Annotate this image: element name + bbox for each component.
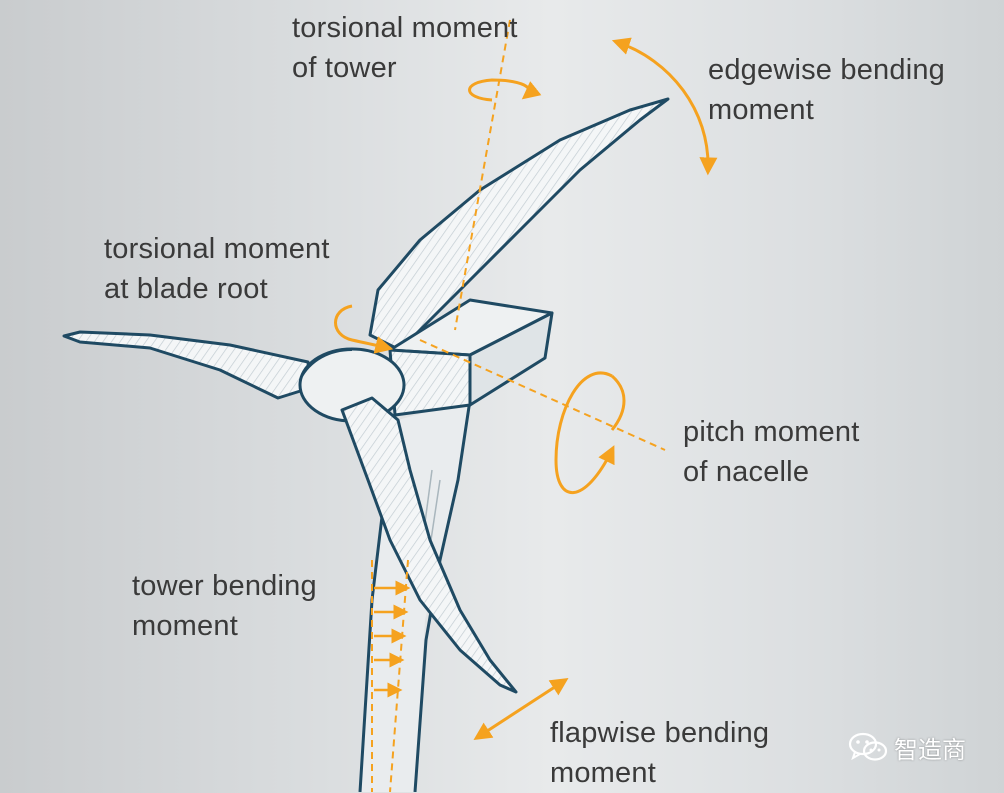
label-line: moment [708,94,814,126]
label-line: tower bending [132,570,317,602]
left-blade [62,330,312,400]
label-line: moment [550,757,656,789]
label-torsional-moment-of-tower: torsional moment of tower [292,8,518,88]
label-pitch-moment-of-nacelle: pitch moment of nacelle [683,412,859,492]
label-line: edgewise bending [708,54,945,86]
tower-bending-arrows [374,580,411,698]
label-line: pitch moment [683,416,860,448]
label-line: torsional moment [104,233,330,265]
label-line: flapwise bending [550,717,770,749]
label-line: of nacelle [683,456,810,488]
label-line: at blade root [104,273,268,305]
watermark-text: 智造商 [894,735,966,764]
label-line: torsional moment [292,12,518,44]
label-flapwise-bending-moment: flapwise bending moment [550,713,769,793]
label-edgewise-bending-moment: edgewise bending moment [708,50,945,130]
flapwise-arrow [473,678,569,740]
label-tower-bending-moment: tower bending moment [132,566,317,646]
torsional-tower-arrow [468,78,542,102]
edgewise-arrow [611,37,718,176]
label-line: moment [132,610,238,642]
wechat-icon [848,732,888,761]
label-torsional-moment-at-blade-root: torsional moment at blade root [104,229,330,309]
moment-axes [371,19,666,792]
pitch-arrow [554,371,626,494]
lower-blade [340,396,518,694]
label-line: of tower [292,52,397,84]
torsional-blade-arrow [334,304,394,354]
watermark: 智造商 [848,730,966,764]
